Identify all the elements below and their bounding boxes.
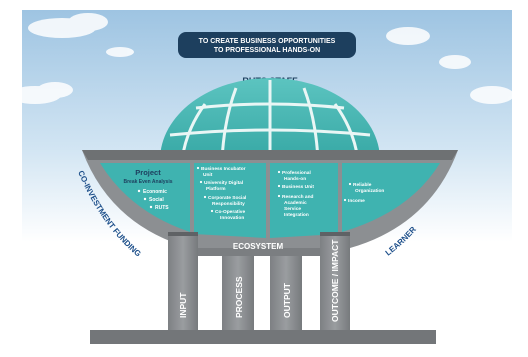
panel-2-item: University Digital	[204, 180, 243, 186]
panel-2: Business Incubator Unit University Digit…	[196, 166, 246, 221]
panel-3-item: Academic	[284, 200, 307, 206]
ecosystem-label: ECOSYSTEM	[233, 242, 284, 251]
panel-3: Professional Hands-on Business Unit Rese…	[277, 170, 314, 218]
panel-3-item: Integration	[284, 212, 309, 218]
panel-1-subtitle: Break Even Analysis	[123, 179, 172, 185]
teal-panels	[100, 163, 440, 238]
banner-box	[178, 32, 356, 58]
panel-3-item: Hands-on	[284, 176, 306, 182]
panel-2-item: Platform	[206, 186, 225, 192]
panel-1-item: RUTS	[155, 205, 169, 211]
pillar-outcome	[320, 232, 350, 332]
panel-2-item: Unit	[203, 172, 213, 178]
pillar-output	[270, 256, 302, 332]
panel-2-item: Co-Operative	[215, 209, 245, 215]
panel-1: Project Break Even Analysis Economic Soc…	[123, 168, 172, 211]
panel-1-shape	[100, 163, 190, 232]
panel-4-item: Income	[348, 198, 365, 204]
pillar-input-label: INPUT	[178, 292, 188, 318]
panel-4-item: Reliable	[353, 182, 372, 188]
pillars	[168, 232, 350, 332]
panel-2-shape	[194, 163, 266, 238]
pillar-outcome-label: OUTCOME / IMPACT	[330, 239, 340, 322]
panel-4-item: Organization	[355, 188, 384, 194]
panel-2-item: Innovation	[220, 215, 244, 221]
panel-1-title: Project	[135, 168, 161, 177]
panel-1-item: Social	[149, 197, 164, 203]
clouds	[9, 13, 514, 104]
base-platform	[90, 330, 436, 344]
panel-2-item: Responsibility	[212, 201, 245, 207]
panel-1-item: Economic	[143, 189, 167, 195]
pillar-input	[168, 232, 198, 332]
panel-2-item: Corporate Social	[208, 195, 246, 201]
pillar-process	[222, 256, 254, 332]
pillar-process-label: PROCESS	[234, 276, 244, 318]
panel-3-item: Business Unit	[282, 184, 314, 190]
panel-4: Reliable Organization Income	[343, 182, 384, 204]
pillar-output-label: OUTPUT	[282, 282, 292, 318]
globe-dome	[160, 78, 380, 161]
panel-3-item: Service	[284, 206, 301, 212]
panel-4-shape	[342, 163, 440, 232]
bowl-base	[190, 248, 350, 256]
banner-line-1: TO CREATE BUSINESS OPPORTUNITIES	[199, 38, 336, 45]
panel-2-item: Business Incubator	[201, 166, 246, 172]
panel-3-item: Professional	[282, 170, 311, 176]
panel-3-shape	[270, 163, 338, 238]
banner-line-2: TO PROFESSIONAL HANDS-ON	[214, 47, 320, 54]
panel-3-item: Research and	[282, 194, 314, 200]
